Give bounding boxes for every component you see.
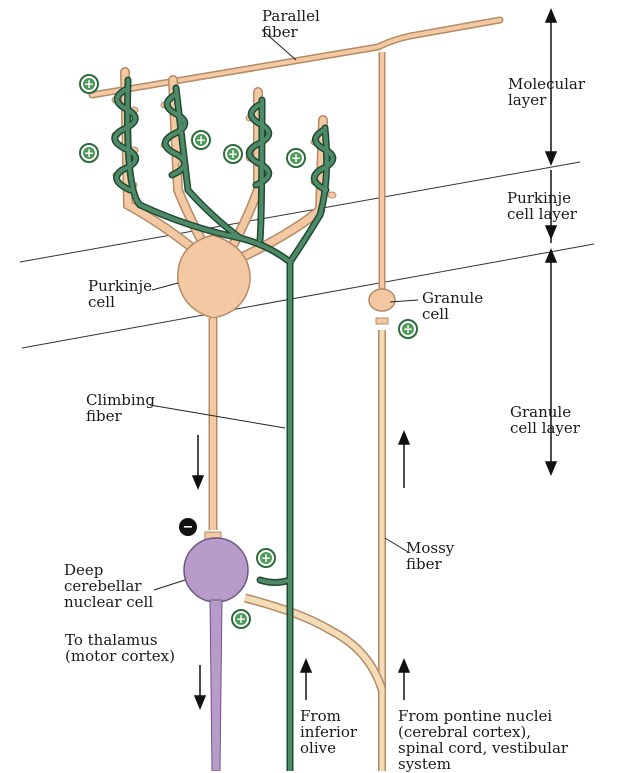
plus-sign: +: [196, 133, 206, 147]
granule-extent-arrowhead-down: [546, 462, 556, 474]
plus-sign: +: [261, 551, 271, 565]
plus-sign: +: [403, 322, 413, 336]
plus-sign: +: [236, 612, 246, 626]
molecular-extent-arrowhead-down: [546, 152, 556, 164]
climbing-fiber: [115, 80, 333, 771]
deep-cerebellar-nuclear-cell: [184, 538, 248, 771]
purkinje-cell: [178, 235, 250, 542]
inhibitory-synapse-marker: −: [179, 518, 197, 536]
to-thalamus-label: To thalamus(motor cortex): [65, 632, 175, 664]
granule-extent-arrowhead-up: [546, 250, 556, 262]
dendritic-spines: [112, 97, 336, 198]
minus-sign: −: [183, 520, 194, 535]
granule-cell: [369, 289, 395, 324]
plus-sign: +: [84, 77, 94, 91]
plus-sign: +: [84, 146, 94, 160]
plus-sign: +: [228, 147, 238, 161]
plus-sign: +: [291, 151, 301, 165]
purkinje-layer-extent-arrowhead: [546, 226, 556, 238]
from-pontine-nuclei-label: From pontine nuclei(cerebral cortex),spi…: [398, 708, 568, 772]
molecular-extent-arrowhead-up: [546, 10, 556, 22]
